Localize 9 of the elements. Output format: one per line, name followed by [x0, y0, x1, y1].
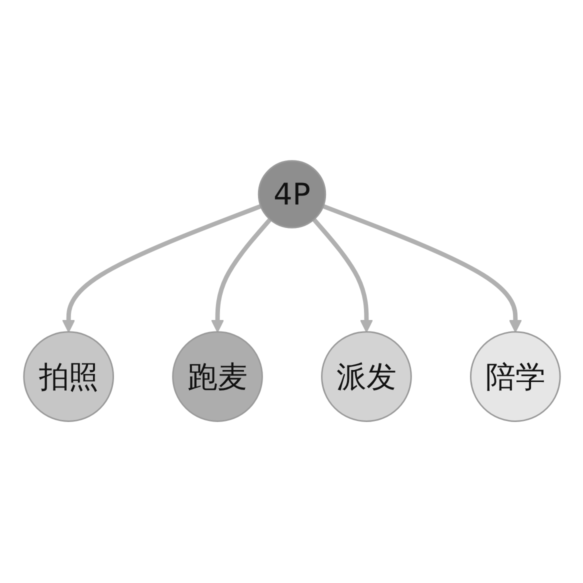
node-circle: 跑麦 [172, 332, 262, 422]
node-circle: 4P [257, 160, 326, 229]
arrow [312, 218, 373, 333]
arrow [210, 218, 272, 333]
node-circle: 拍照 [22, 332, 114, 422]
arrow [62, 204, 262, 333]
node-circle: 陪学 [469, 332, 560, 422]
node-circle: 派发 [320, 332, 412, 422]
arrow [322, 204, 522, 333]
